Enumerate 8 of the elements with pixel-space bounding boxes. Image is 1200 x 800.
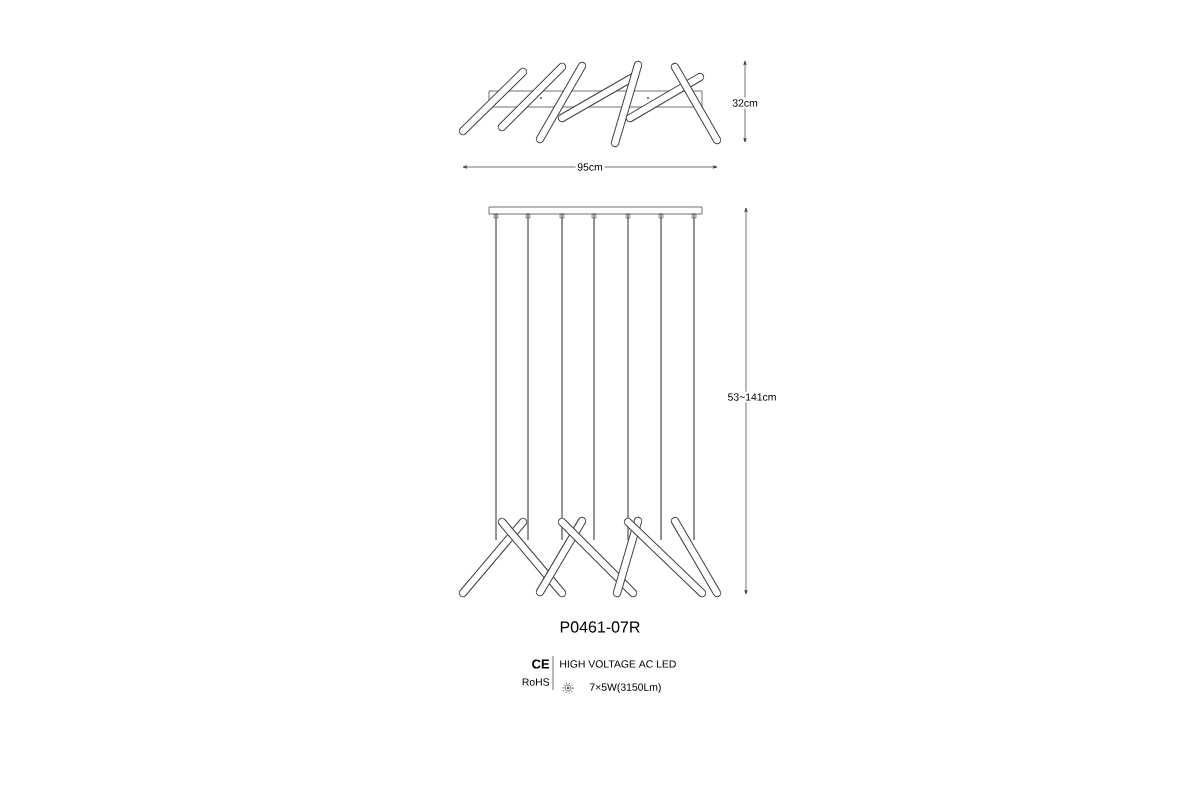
ce-mark: CE (532, 659, 550, 669)
rohs-mark: RoHS (522, 678, 550, 686)
spec-text: HIGH VOLTAGE AC LED (560, 660, 676, 668)
dimension-label: 53~141cm (725, 391, 779, 403)
dimension-label: 32cm (730, 97, 760, 109)
dimension-label: 95cm (575, 161, 605, 173)
spec-text: 7×5W(3150Lm) (589, 683, 661, 693)
model-number: P0461-07R (560, 621, 640, 633)
